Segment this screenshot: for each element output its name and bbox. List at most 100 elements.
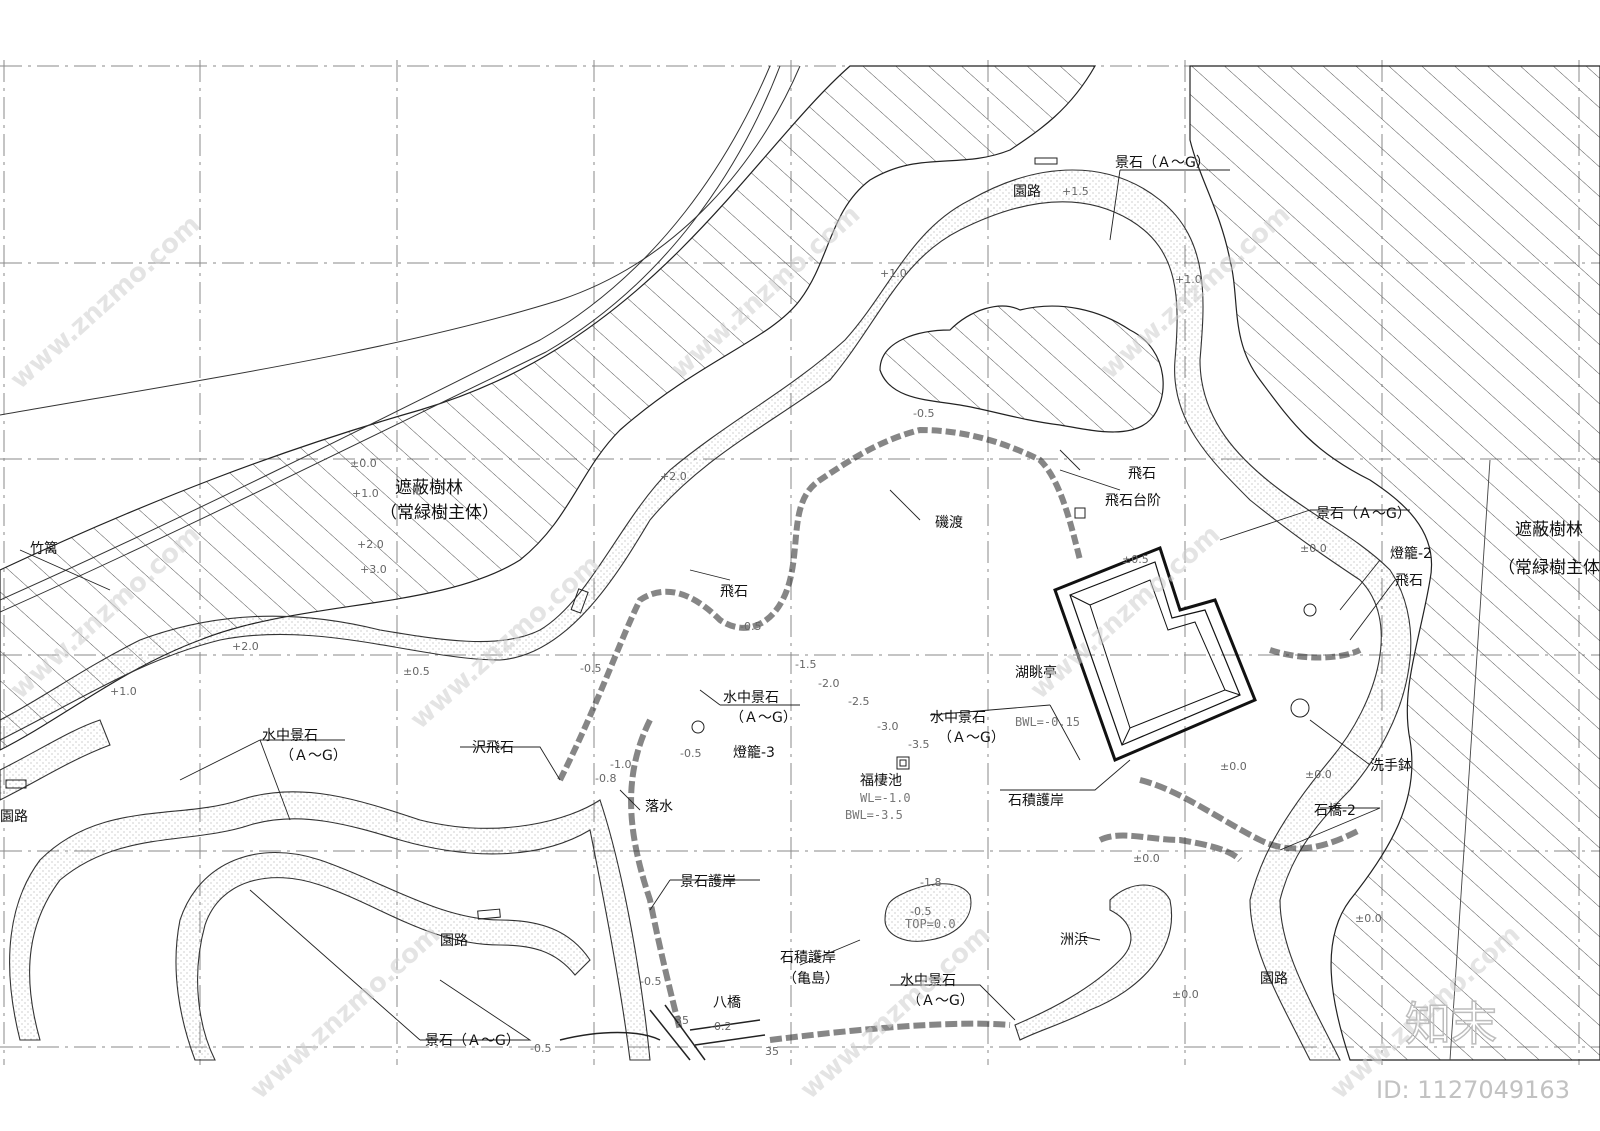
label-stepping-stones-3: 飛石 <box>1395 573 1423 589</box>
label-water-stone-2-sub: （Ａ～G） <box>938 730 1005 746</box>
plan-text: +1.0 <box>352 487 379 500</box>
label-stone-revetment-2: 石積護岸 <box>1008 793 1064 809</box>
plan-text: ±0.0 <box>1355 912 1382 925</box>
plan-text: -0.5 <box>913 407 934 420</box>
plan-text: www.znzmo.com <box>795 919 997 1105</box>
label-stepping-stones-2: 飛石 <box>720 584 748 600</box>
label-water-stone-4: 水中景石 <box>900 973 956 989</box>
label-water-stone-1: 水中景石 <box>723 690 779 706</box>
plan-text: -0.5 <box>910 905 931 918</box>
beach-shape <box>884 883 1172 1041</box>
plan-text: -0.5 <box>680 747 701 760</box>
label-lantern-3: 燈籠-3 <box>733 745 775 761</box>
plan-text: www.znzmo.com <box>5 209 207 395</box>
plan-text: ±0.0 <box>1172 988 1199 1001</box>
label-water-stone-2: 水中景石 <box>930 710 986 726</box>
label-landscape-stone-right: 景石（Ａ～G） <box>1316 506 1411 522</box>
label-waterfall: 落水 <box>645 799 673 815</box>
fixtures <box>5 157 1317 920</box>
plan-text: +1.0 <box>1175 273 1202 286</box>
plan-text: ±0.0 <box>1133 852 1160 865</box>
plan-text: ±0.0 <box>1305 768 1332 781</box>
plan-text: ±0.0 <box>350 457 377 470</box>
plan-text: ±0.0 <box>1300 542 1327 555</box>
plan-text: +3.0 <box>360 563 387 576</box>
bench-icon <box>1034 157 1058 165</box>
plan-text: -1.5 <box>795 658 816 671</box>
plan-text: -1.8 <box>920 876 941 889</box>
plan-text: -0.2 <box>710 1020 731 1033</box>
label-landscape-stone-top: 景石（Ａ～G） <box>1115 155 1210 171</box>
plan-text: www.znzmo.com <box>245 919 447 1105</box>
road-curves <box>0 65 801 613</box>
plan-labels: 遮蔽樹林 （常緑樹主体） 遮蔽樹林 （常緑樹主体 竹篱 園路 園路 園路 園路 … <box>0 155 1600 1049</box>
plan-text: -2.5 <box>848 695 869 708</box>
plan-text: -3.0 <box>877 720 898 733</box>
plan-text: ±0.5 <box>403 665 430 678</box>
label-garden-path-right: 園路 <box>1260 971 1288 987</box>
plan-text: ±0.0 <box>1220 760 1247 773</box>
label-sunken-stones: 沢飛石 <box>472 740 514 756</box>
plan-text: -3.5 <box>908 738 929 751</box>
plan-text: 35 <box>675 1014 689 1027</box>
plan-text: -0.5 <box>580 662 601 675</box>
label-screen-forest-1-sub: （常緑樹主体） <box>380 503 499 523</box>
label-water-stone-1-sub: （Ａ～G） <box>730 710 797 726</box>
plan-text: -0.5 <box>640 975 661 988</box>
plan-text: -0.5 <box>740 620 761 633</box>
elevation-marks: +1.5 +1.0 +1.0 -0.5 +2.0 ±0.0 +1.0 +2.0 … <box>110 185 1382 1058</box>
plan-text: +2.0 <box>232 640 259 653</box>
eight-bridge <box>559 1004 766 1061</box>
label-landscape-stone-bottom: 景石（Ａ～G） <box>425 1033 520 1049</box>
plan-text: +2.0 <box>357 538 384 551</box>
plan-text: ±0.5 <box>1122 553 1149 566</box>
plan-text: +2.0 <box>660 470 687 483</box>
label-shore-crossing: 磯渡 <box>935 515 963 531</box>
plan-text: +1.0 <box>880 267 907 280</box>
label-pavilion-bwl: BWL=-0.15 <box>1015 715 1080 729</box>
label-stepping-stone-steps: 飛石台阶 <box>1105 493 1161 509</box>
garden-paths <box>0 169 1412 1061</box>
label-beach: 洲浜 <box>1060 932 1088 948</box>
leader-lines <box>19 169 1491 1061</box>
label-garden-path-top: 園路 <box>1013 184 1041 200</box>
label-pond-name: 福棲池 <box>860 773 902 789</box>
watermark-id: ID: 1127049163 <box>1376 1076 1570 1104</box>
label-water-stone-3-sub: （Ａ～G） <box>280 748 347 764</box>
label-garden-path-bottom: 園路 <box>440 933 468 949</box>
label-screen-forest-1: 遮蔽樹林 <box>395 478 463 498</box>
label-pond-wl: WL=-1.0 <box>860 791 911 805</box>
label-stone-revetment-1: 景石護岸 <box>680 874 736 890</box>
plan-text: 35 <box>765 1045 779 1058</box>
label-water-stone-3: 水中景石 <box>262 728 318 744</box>
label-wash-basin: 洗手鉢 <box>1370 758 1412 774</box>
plan-text: -2.0 <box>818 677 839 690</box>
label-pond-bwl: BWL=-3.5 <box>845 808 903 822</box>
lakeview-pavilion <box>1053 546 1257 763</box>
plan-text: +1.5 <box>1062 185 1089 198</box>
label-bamboo-fence: 竹篱 <box>30 541 58 557</box>
label-screen-forest-2-sub: （常緑樹主体 <box>1498 558 1600 578</box>
label-stone-bridge: 石橋-2 <box>1314 803 1356 819</box>
plan-text: -0.5 <box>530 1042 551 1055</box>
plan-text: -0.8 <box>595 772 616 785</box>
plan-text: -1.0 <box>610 758 631 771</box>
screen-forest-hatch <box>0 65 1600 1061</box>
wash-basin-icon <box>1290 698 1310 718</box>
watermark-logo: 知末 <box>1405 997 1497 1051</box>
lantern-icon <box>1303 603 1317 617</box>
label-island-top: TOP=0.0 <box>905 917 956 931</box>
label-water-stone-4-sub: （Ａ～G） <box>907 993 974 1009</box>
label-screen-forest-2: 遮蔽樹林 <box>1515 520 1583 540</box>
pond-marker-icon <box>896 756 910 770</box>
label-turtle-island: （亀島） <box>783 971 839 987</box>
label-lakeview-pavilion: 湖眺亭 <box>1015 664 1057 681</box>
label-lantern-2: 燈籠-2 <box>1390 546 1432 562</box>
plan-text: +1.0 <box>110 685 137 698</box>
label-garden-path-left: 園路 <box>0 809 28 825</box>
label-stepping-stones-1: 飛石 <box>1128 466 1156 482</box>
stone-chains <box>557 426 1362 1043</box>
label-eight-bridge: 八橋 <box>713 995 741 1011</box>
